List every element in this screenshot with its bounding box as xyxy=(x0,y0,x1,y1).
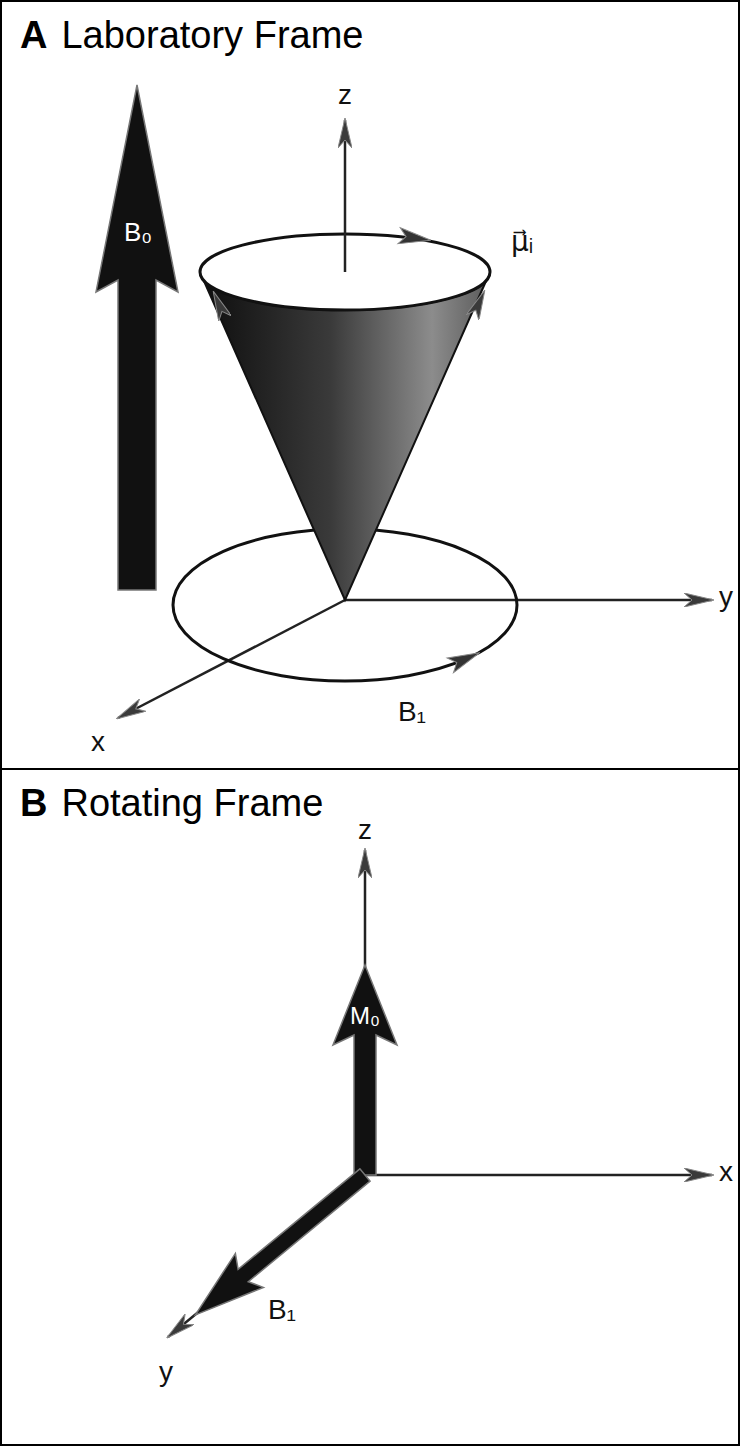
axis-label: y xyxy=(159,1357,173,1388)
b1-rotation-arrowhead xyxy=(447,645,483,672)
panel-heading: A Laboratory Frame xyxy=(20,12,363,58)
axis-label: B₁ xyxy=(398,697,426,728)
axis-label: B₁ xyxy=(268,1295,296,1326)
panel-title: Laboratory Frame xyxy=(61,14,363,56)
axis-label: x xyxy=(719,1157,733,1188)
axis-label: z xyxy=(338,80,352,111)
b0-field-arrow xyxy=(96,85,178,590)
panel-title: Rotating Frame xyxy=(61,782,323,824)
axis-label: y xyxy=(719,582,733,613)
precession-cone xyxy=(200,272,490,600)
y-axis xyxy=(345,599,712,602)
axis-label: B₀ xyxy=(124,218,152,247)
precession-arrowhead xyxy=(398,228,432,248)
rotating-frame-art xyxy=(168,850,712,1337)
axis-label: μ⃗ᵢ xyxy=(511,227,533,258)
axis-label: M₀ xyxy=(350,1003,380,1029)
moment-arrow-right xyxy=(458,292,484,350)
laboratory-frame-art xyxy=(96,85,712,718)
figure-panel: A Laboratory Frame xyxy=(0,0,740,770)
moment-arrow-left xyxy=(214,293,243,360)
panel-heading: B Rotating Frame xyxy=(20,780,323,826)
x-axis xyxy=(365,1174,712,1177)
panel-letter: B xyxy=(20,782,47,824)
axis-label: x xyxy=(91,727,105,758)
m0-magnetization-arrow xyxy=(333,965,397,1175)
panel-letter: A xyxy=(20,14,47,56)
x-axis xyxy=(118,600,345,718)
b1-field-arrow xyxy=(195,1169,370,1315)
figure-panel: B Rotating Frame xyxy=(0,768,740,1446)
axis-label: z xyxy=(358,815,372,846)
z-axis-upper xyxy=(344,120,347,272)
